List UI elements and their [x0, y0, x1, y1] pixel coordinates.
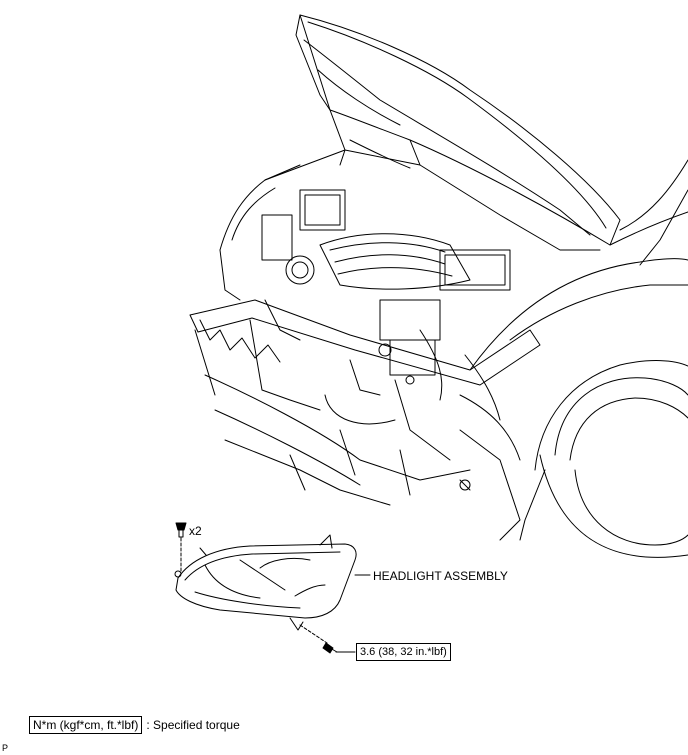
legend: N*m (kgf*cm, ft.*lbf) : Specified torque: [29, 716, 240, 734]
torque-spec-box: 3.6 (38, 32 in.*lbf): [356, 643, 451, 661]
headlight-assembly-label: HEADLIGHT ASSEMBLY: [373, 569, 508, 583]
leader-lines: [335, 574, 371, 653]
screw-icon: [175, 522, 187, 573]
legend-unit-box: N*m (kgf*cm, ft.*lbf): [29, 716, 143, 734]
radiator-support: [189, 299, 541, 541]
left-fender: [219, 149, 601, 301]
legend-description: : Specified torque: [146, 718, 240, 732]
right-fender: [469, 159, 688, 558]
bolt-icon: [299, 624, 338, 654]
headlight-assembly: [174, 534, 357, 631]
fastener-count-label: x2: [189, 524, 202, 538]
engine-compartment: [261, 189, 511, 491]
figure-code: P: [2, 743, 9, 753]
